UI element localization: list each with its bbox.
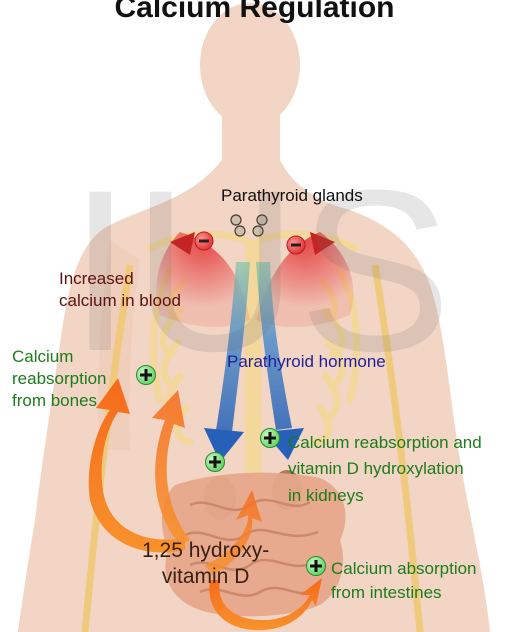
bones-label: Calcium reabsorption from bones [12,346,107,412]
kidneys-line-2: vitamin D hydroxylation [288,456,482,482]
kidneys-line-3: in kidneys [288,483,482,509]
plus-circle-icon [137,366,156,385]
plus-circle-icon [206,453,225,472]
kidneys-line-1: Calcium reabsorption and [288,430,482,456]
bones-line-3: from bones [12,390,107,412]
intestines-label: Calcium absorption from intestines [331,557,477,605]
kidneys-label: Calcium reabsorption and vitamin D hydro… [288,430,482,509]
increased-calcium-line-2: calcium in blood [59,290,181,312]
vitamin-d-line-2: vitamin D [142,564,269,590]
vitamin-d-line-1: 1,25 hydroxy- [142,538,269,564]
bones-line-2: reabsorption [12,368,107,390]
increased-calcium-label: Increased calcium in blood [59,268,181,312]
parathyroid-hormone-label: Parathyroid hormone [227,351,386,373]
intestines-line-2: from intestines [331,581,477,605]
diagram-title: Calcium Regulation [0,0,509,27]
plus-circle-icon [307,557,326,576]
increased-calcium-line-1: Increased [59,268,181,290]
plus-circle-icon [261,429,280,448]
bones-line-1: Calcium [12,346,107,368]
intestines-line-1: Calcium absorption [331,557,477,581]
parathyroid-glands-label: Parathyroid glands [221,185,363,207]
minus-circle-icon [287,236,305,254]
minus-circle-icon [195,232,213,250]
vitamin-d-label: 1,25 hydroxy- vitamin D [142,538,269,591]
